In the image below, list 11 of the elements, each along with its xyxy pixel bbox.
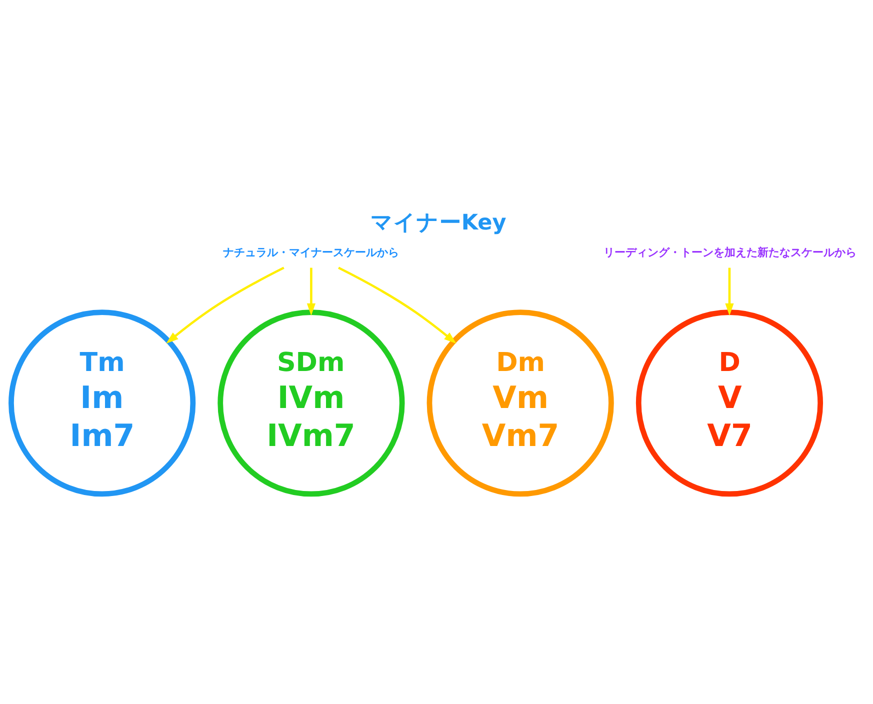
arrow	[725, 268, 734, 316]
node-text: リーディング・トーンを加えた新たなスケールから	[603, 246, 856, 259]
diagram-title: マイナーKey	[370, 210, 506, 236]
node-circle: Dm Vm Vm7	[426, 310, 614, 497]
node-circle: D V V7	[636, 310, 824, 497]
node-circle: Tm Im Im7	[8, 310, 196, 497]
arrow	[306, 268, 316, 316]
node-circle: SDm IVm IVm7	[218, 310, 405, 497]
arrow	[338, 266, 456, 344]
arrow	[166, 266, 284, 344]
node-text: ナチュラル・マイナースケールから	[223, 246, 400, 259]
